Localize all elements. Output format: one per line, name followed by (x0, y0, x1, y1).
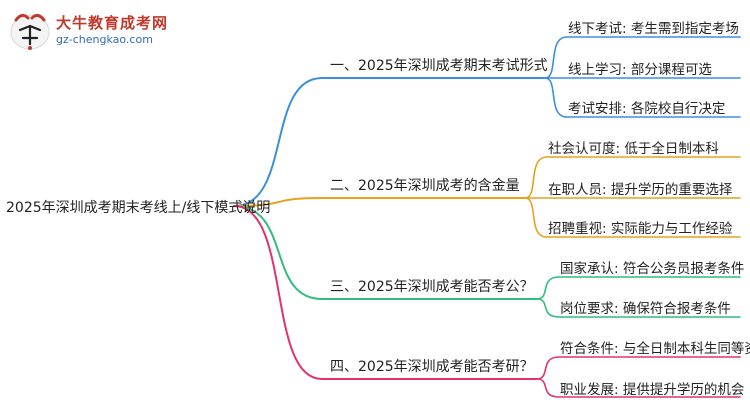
branch-1-connector (233, 77, 546, 207)
branch-4-connector (233, 205, 538, 380)
leaf-2-3-connector (524, 197, 741, 238)
brand-logo[interactable]: 大牛教育成考网 gz-chengkao.com (8, 6, 198, 54)
leaf-4-1: 符合条件: 与全日制本科生同等资格 (560, 341, 750, 357)
leaf-3-2-connector (536, 298, 741, 318)
leaf-2-2: 在职人员: 提升学历的重要选择 (548, 182, 733, 198)
branch-4-label: 四、2025年深圳成考能否考研？ (330, 359, 534, 375)
leaf-1-2: 线上学习: 部分课程可选 (568, 62, 712, 78)
leaf-4-2: 职业发展: 提供提升学历的机会 (560, 382, 745, 398)
leaf-1-3-connector (544, 77, 741, 118)
leaf-4-2-connector (536, 378, 741, 398)
leaf-1-1: 线下考试: 考生需到指定考场 (568, 21, 739, 37)
root-node: 2025年深圳成考期末考线上/线下模式说明 (6, 200, 271, 216)
branch-2-connector (233, 197, 526, 207)
branch-3-label: 三、2025年深圳成考能否考公？ (330, 279, 534, 295)
branch-2-label: 二、2025年深圳成考的含金量 (330, 178, 520, 194)
leaf-3-1: 国家承认: 符合公务员报考条件 (560, 261, 745, 277)
leaf-2-1: 社会认可度: 低于全日制本科 (548, 141, 719, 157)
leaf-3-1-connector (536, 276, 741, 300)
leaf-1-1-connector (544, 36, 741, 79)
branch-3-connector (233, 205, 538, 300)
leaf-4-1-connector (536, 356, 741, 380)
leaf-2-1-connector (524, 156, 741, 199)
bull-logo-icon (10, 13, 50, 50)
brand-url: gz-chengkao.com (56, 33, 153, 46)
leaf-2-3: 招聘重视: 实际能力与工作经验 (548, 221, 733, 237)
branch-1-label: 一、2025年深圳成考期末考试形式 (330, 58, 548, 74)
leaf-1-3: 考试安排: 各院校自行决定 (568, 101, 726, 117)
leaf-3-2: 岗位要求: 确保符合报考条件 (560, 301, 731, 317)
brand-name: 大牛教育成考网 (56, 14, 169, 32)
